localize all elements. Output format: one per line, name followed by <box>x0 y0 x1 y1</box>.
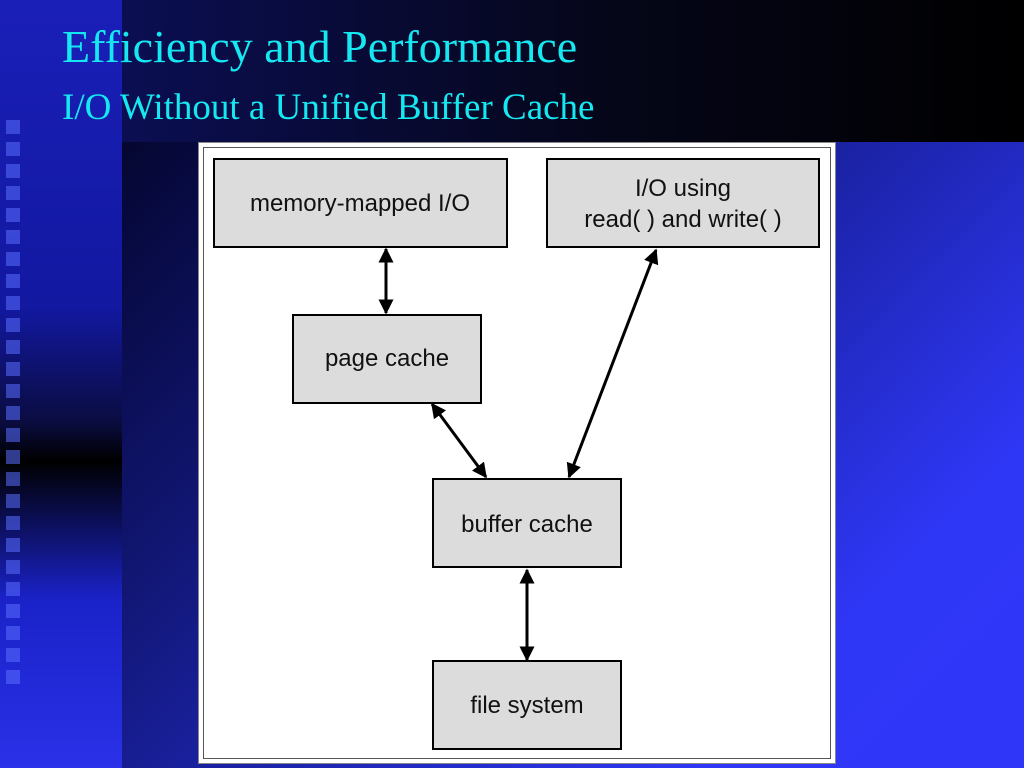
node-file-system: file system <box>432 660 622 750</box>
title-band <box>122 0 1024 142</box>
edge-rw-buffer-cache <box>566 248 659 479</box>
node-io-read-write: I/O using read( ) and write( ) <box>546 158 820 248</box>
edge-page-cache-buffer-cache <box>430 402 488 479</box>
node-memory-mapped-io: memory-mapped I/O <box>213 158 508 248</box>
left-decorative-strip <box>0 0 122 768</box>
slide-subtitle: I/O Without a Unified Buffer Cache <box>62 87 595 128</box>
node-page-cache: page cache <box>292 314 482 404</box>
node-page-cache-label: page cache <box>325 345 449 372</box>
decorative-squares <box>6 120 28 720</box>
node-file-system-label: file system <box>470 692 583 719</box>
node-io-read-write-line2: read( ) and write( ) <box>584 206 781 233</box>
node-buffer-cache: buffer cache <box>432 478 622 568</box>
node-io-read-write-line1: I/O using <box>635 175 731 202</box>
node-memory-mapped-io-label: memory-mapped I/O <box>250 190 470 217</box>
node-buffer-cache-label: buffer cache <box>461 511 593 538</box>
slide-title: Efficiency and Performance <box>62 21 578 72</box>
